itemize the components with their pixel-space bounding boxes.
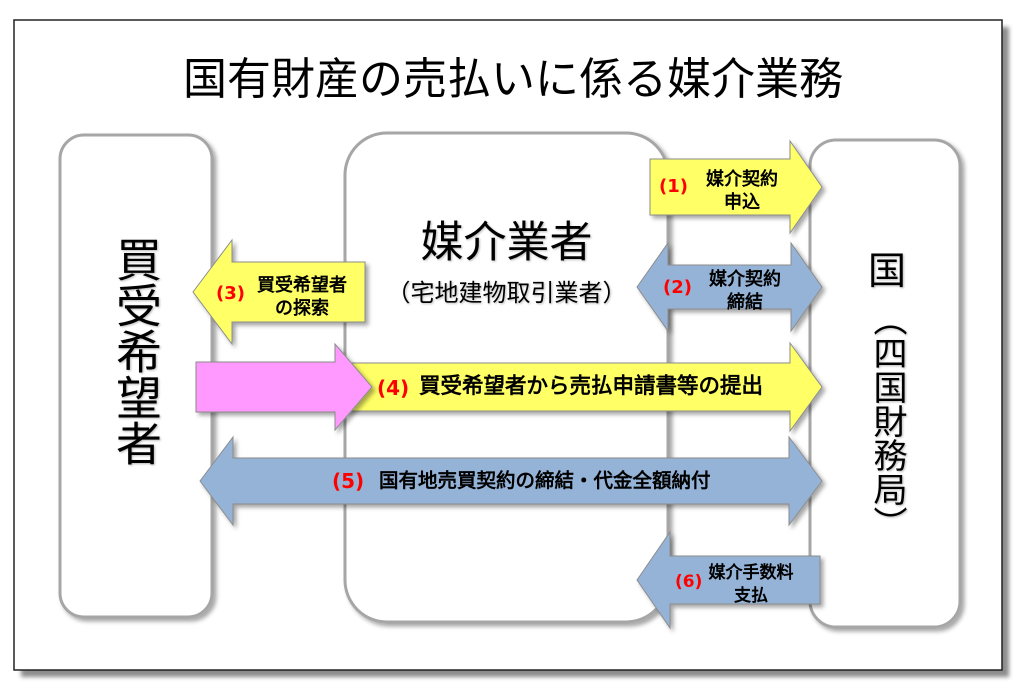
step-5-label: 国有地売買契約の締結・代金全額納付 (379, 469, 711, 493)
step-3-label-line: 買受希望者 (257, 275, 347, 296)
step-4-label: 買受希望者から売払申請書等の提出 (419, 375, 763, 399)
step-2-label: 媒介契約 締結 (703, 268, 787, 314)
step-3-label: 買受希望者 の探索 (252, 274, 352, 320)
step-6-label-line: 媒介手数料 (708, 563, 794, 583)
step-5-number: (5) (332, 469, 365, 493)
diagram-title: 国有財産の売払いに係る媒介業務 (183, 54, 843, 105)
government-label: 国 (867, 249, 906, 293)
step-2-label-line: 媒介契約 (709, 269, 781, 290)
step-6-number: (6) (675, 572, 703, 592)
step-6-arrow (636, 530, 821, 630)
step-1-label-line: 申込 (724, 192, 760, 213)
step-6-label: 媒介手数料 支払 (706, 562, 796, 608)
step-1-number: (1) (659, 176, 688, 197)
step-3-number: (3) (216, 283, 245, 304)
step-4-origin-arrow (195, 342, 373, 432)
step-1-label: 媒介契約 申込 (700, 168, 784, 214)
buyer-label: 買受希望者 (109, 236, 163, 466)
step-4-label-line: 買受希望者から売払申請書等の提出 (419, 374, 764, 399)
step-1-label-line: 媒介契約 (706, 169, 778, 190)
step-2-arrow (636, 241, 823, 333)
broker-sublabel: （宅地建物取引業者） (386, 279, 627, 307)
step-5-arrow (199, 435, 823, 527)
step-2-number: (2) (663, 277, 692, 298)
step-1-arrow (649, 139, 823, 235)
step-4-number: (4) (377, 376, 410, 400)
broker-label: 媒介業者 (420, 218, 593, 268)
step-3-arrow (192, 238, 366, 346)
step-5-label-line: 国有地売買契約の締結・代金全額納付 (379, 469, 711, 492)
step-4-arrow (344, 341, 823, 433)
step-3-label-line: の探索 (275, 298, 329, 319)
government-sublabel: （四国財務局） (867, 302, 907, 540)
step-6-label-line: 支払 (734, 586, 768, 606)
step-2-label-line: 締結 (727, 292, 763, 313)
